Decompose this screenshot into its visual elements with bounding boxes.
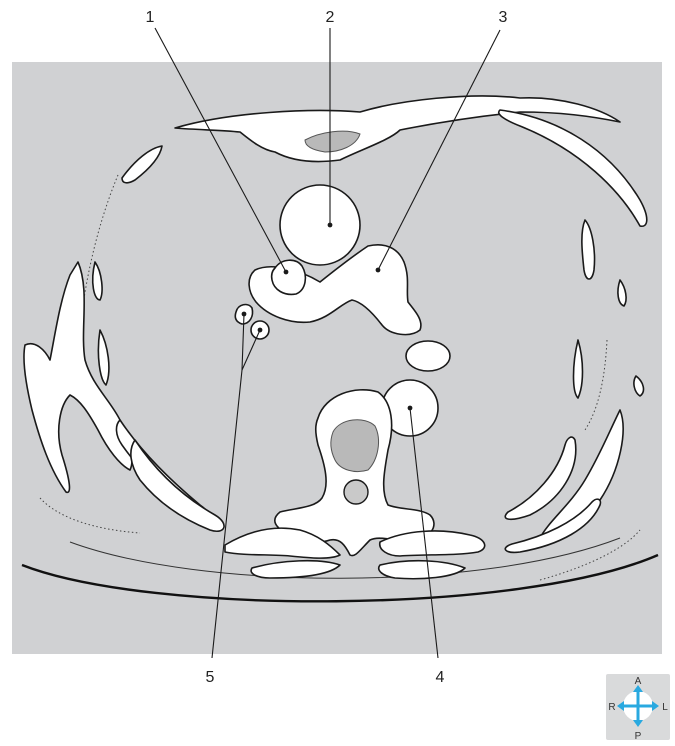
trachea xyxy=(280,185,360,265)
mediastinal-vessel xyxy=(406,341,450,371)
spinal-canal xyxy=(344,480,368,504)
vertebral-body-marrow xyxy=(331,420,379,472)
leader-dot-5a xyxy=(242,312,247,317)
leader-dot-4 xyxy=(408,406,413,411)
compass-label-right: R xyxy=(608,702,615,713)
compass-label-posterior: P xyxy=(635,731,642,742)
leader-dot-1 xyxy=(284,270,289,275)
compass-label-left: L xyxy=(662,702,668,713)
orientation-compass: A P R L xyxy=(606,674,670,742)
label-4: 4 xyxy=(436,669,445,686)
compass-label-anterior: A xyxy=(635,676,642,687)
superior-vena-cava xyxy=(272,260,306,294)
label-1: 1 xyxy=(146,9,155,26)
leader-dot-2 xyxy=(328,223,333,228)
label-5: 5 xyxy=(206,669,215,686)
label-2: 2 xyxy=(326,9,335,26)
leader-dot-3 xyxy=(376,268,381,273)
leader-dot-5b xyxy=(258,328,263,333)
label-3: 3 xyxy=(499,9,508,26)
